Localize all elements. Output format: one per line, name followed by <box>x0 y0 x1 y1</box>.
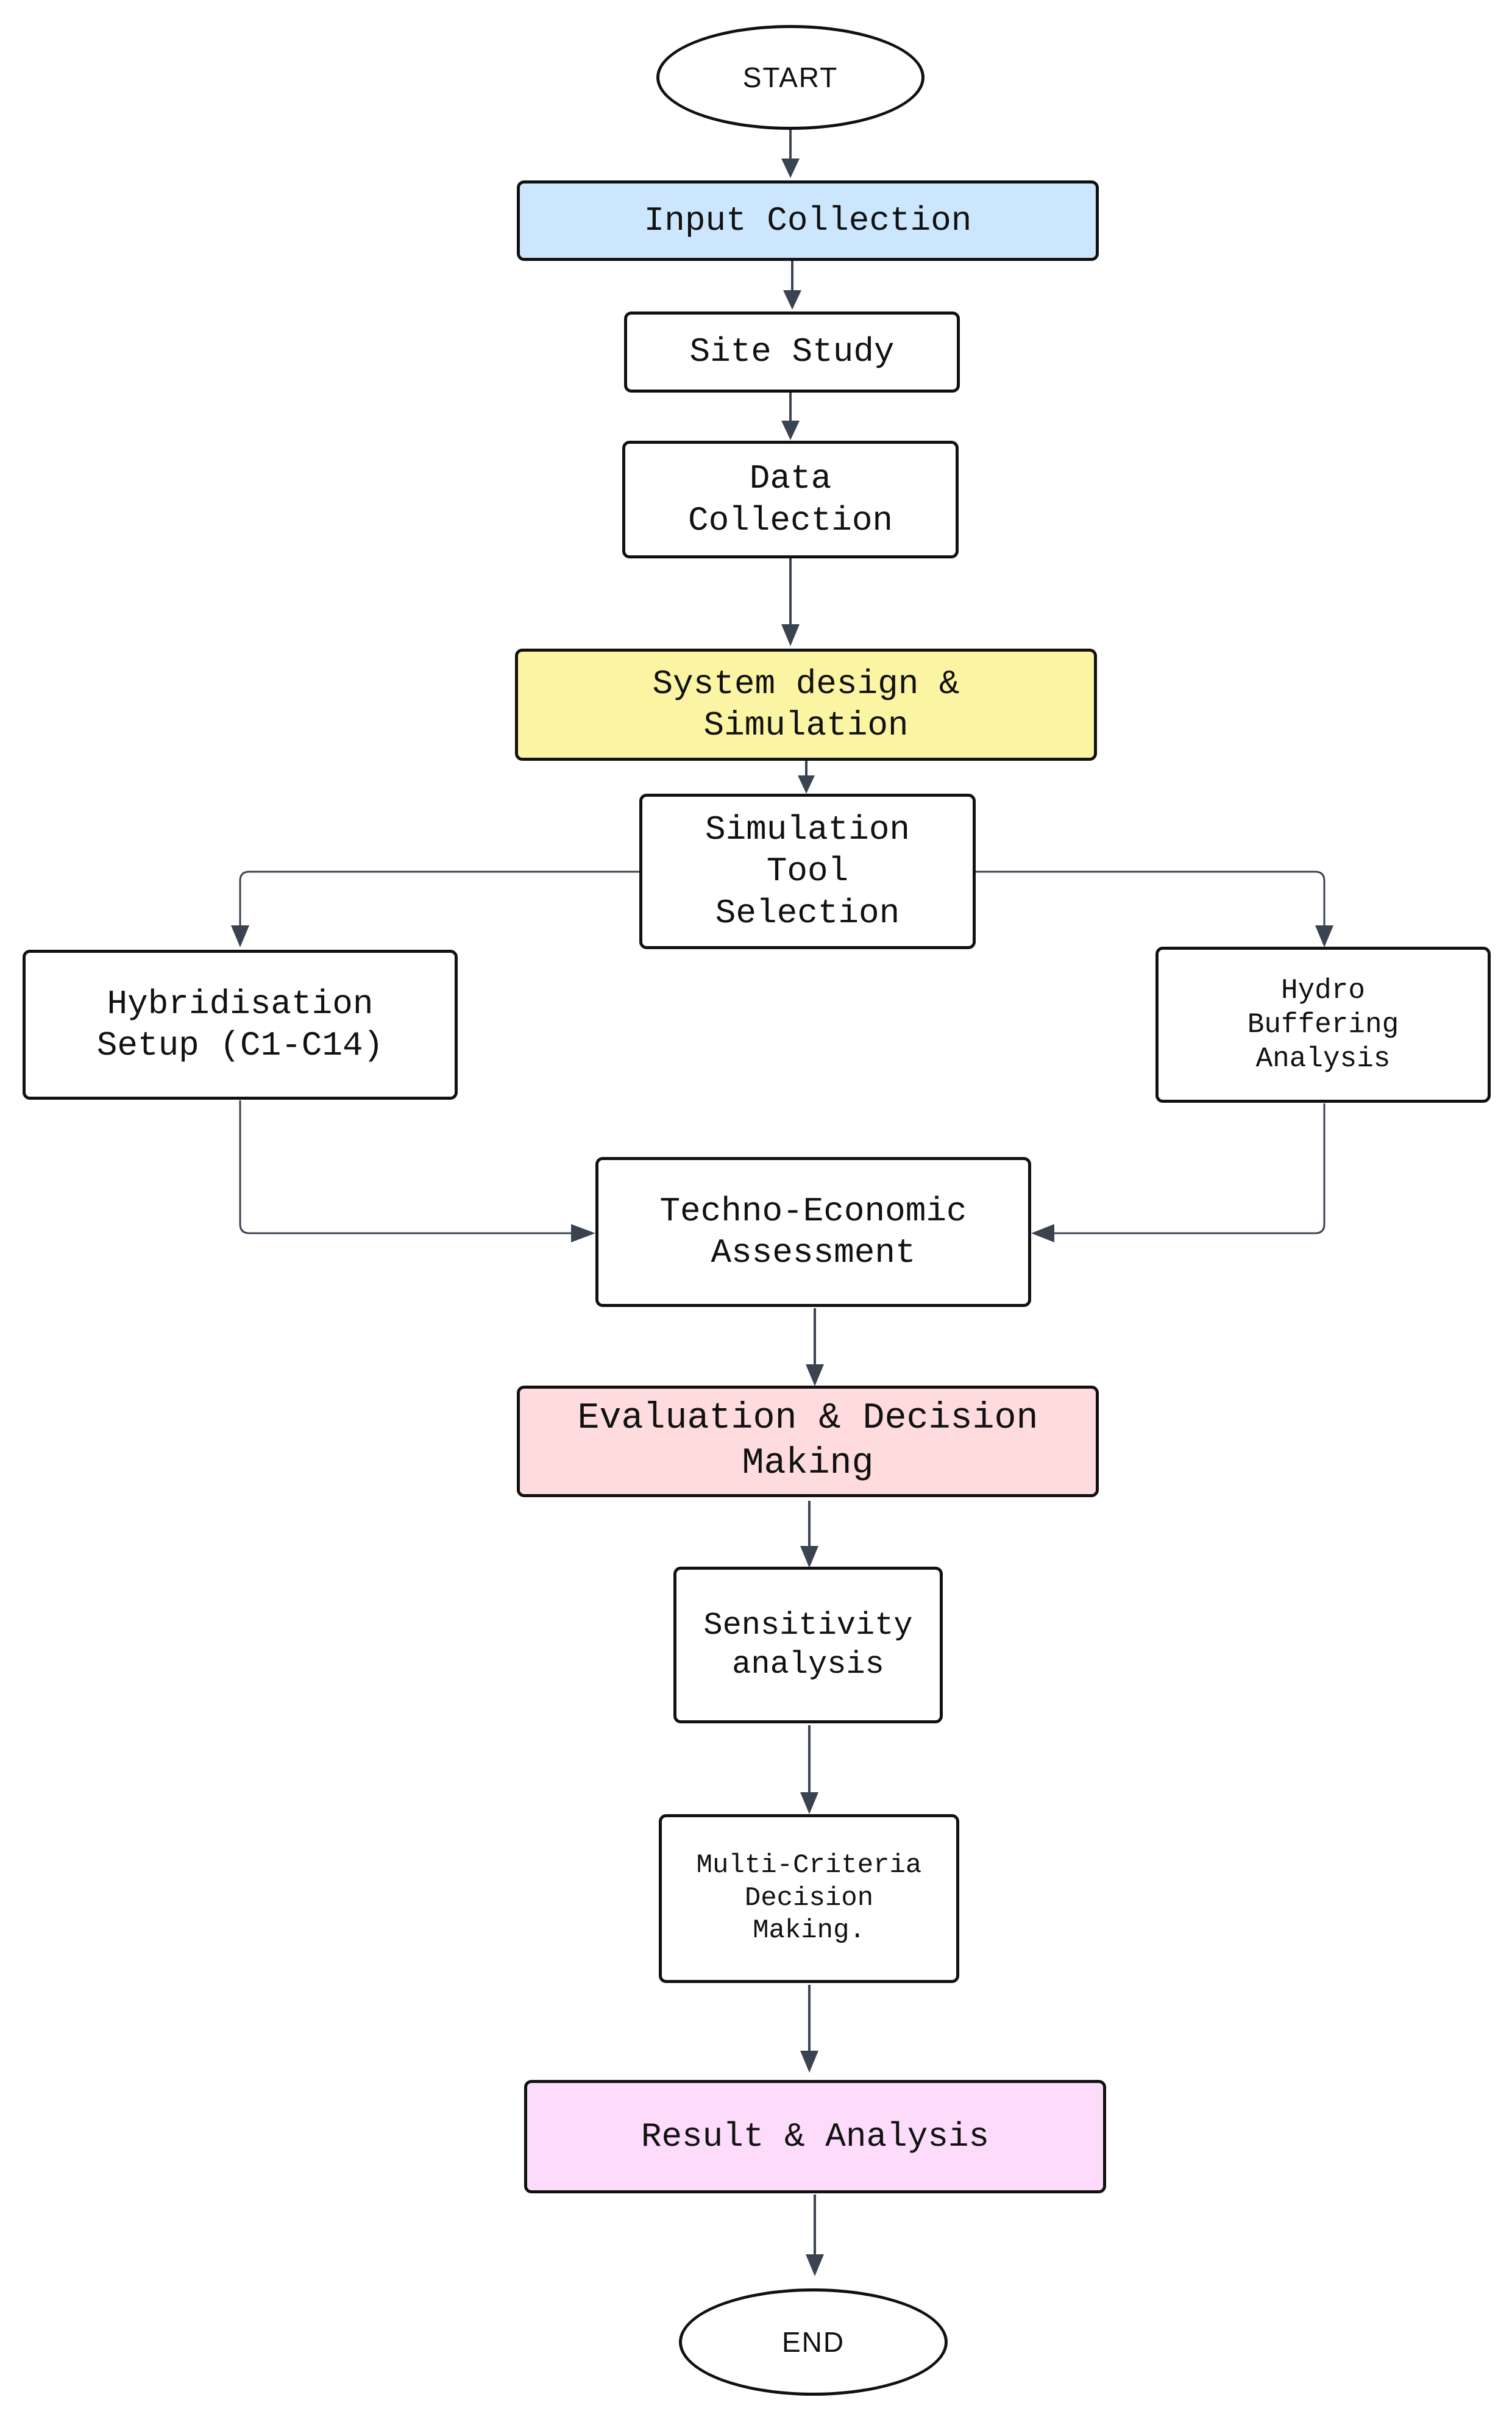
arrowhead-hydro <box>1315 925 1333 947</box>
result-analysis-box: Result & Analysis <box>524 2080 1106 2193</box>
input-collection-box: Input Collection <box>517 180 1099 261</box>
arrowhead-techno-right <box>1031 1224 1054 1242</box>
hybridisation-setup-box: Hybridisation Setup (C1-C14) <box>23 950 458 1100</box>
arrowhead-result <box>800 2051 818 2073</box>
multi-criteria-decision-box: Multi-Criteria Decision Making. <box>659 1814 959 1983</box>
techno-economic-box: Techno-Economic Assessment <box>595 1157 1031 1307</box>
arrowhead-site <box>783 290 801 310</box>
start-terminal: START <box>656 25 925 130</box>
site-study-box: Site Study <box>624 312 960 393</box>
arrow-hydro-to-techno <box>1048 1103 1326 1234</box>
arrowhead-tool <box>798 775 815 794</box>
system-design-box: System design & Simulation <box>515 649 1097 761</box>
arrowhead-input <box>781 158 800 178</box>
arrowhead-end <box>806 2254 824 2276</box>
end-terminal: END <box>679 2288 948 2396</box>
simulation-tool-selection-box: Simulation Tool Selection <box>639 794 976 949</box>
arrowhead-data <box>781 421 800 440</box>
data-collection-box: Data Collection <box>622 441 959 558</box>
arrow-hybridisation-to-techno <box>239 1100 577 1234</box>
arrowhead-techno-left <box>571 1224 595 1242</box>
arrow-tool-to-hybridisation <box>239 871 641 927</box>
arrowhead-design <box>781 624 800 646</box>
arrowhead-sensitivity <box>800 1546 818 1568</box>
arrow-tool-to-hydro <box>975 871 1326 927</box>
sensitivity-analysis-box: Sensitivity analysis <box>673 1567 943 1723</box>
arrowhead-hybridisation <box>231 925 249 947</box>
arrowhead-mcdm <box>800 1792 818 1814</box>
arrowhead-evaluation <box>806 1364 824 1386</box>
hydro-buffering-box: Hydro Buffering Analysis <box>1155 947 1491 1103</box>
evaluation-decision-box: Evaluation & Decision Making <box>517 1386 1099 1497</box>
